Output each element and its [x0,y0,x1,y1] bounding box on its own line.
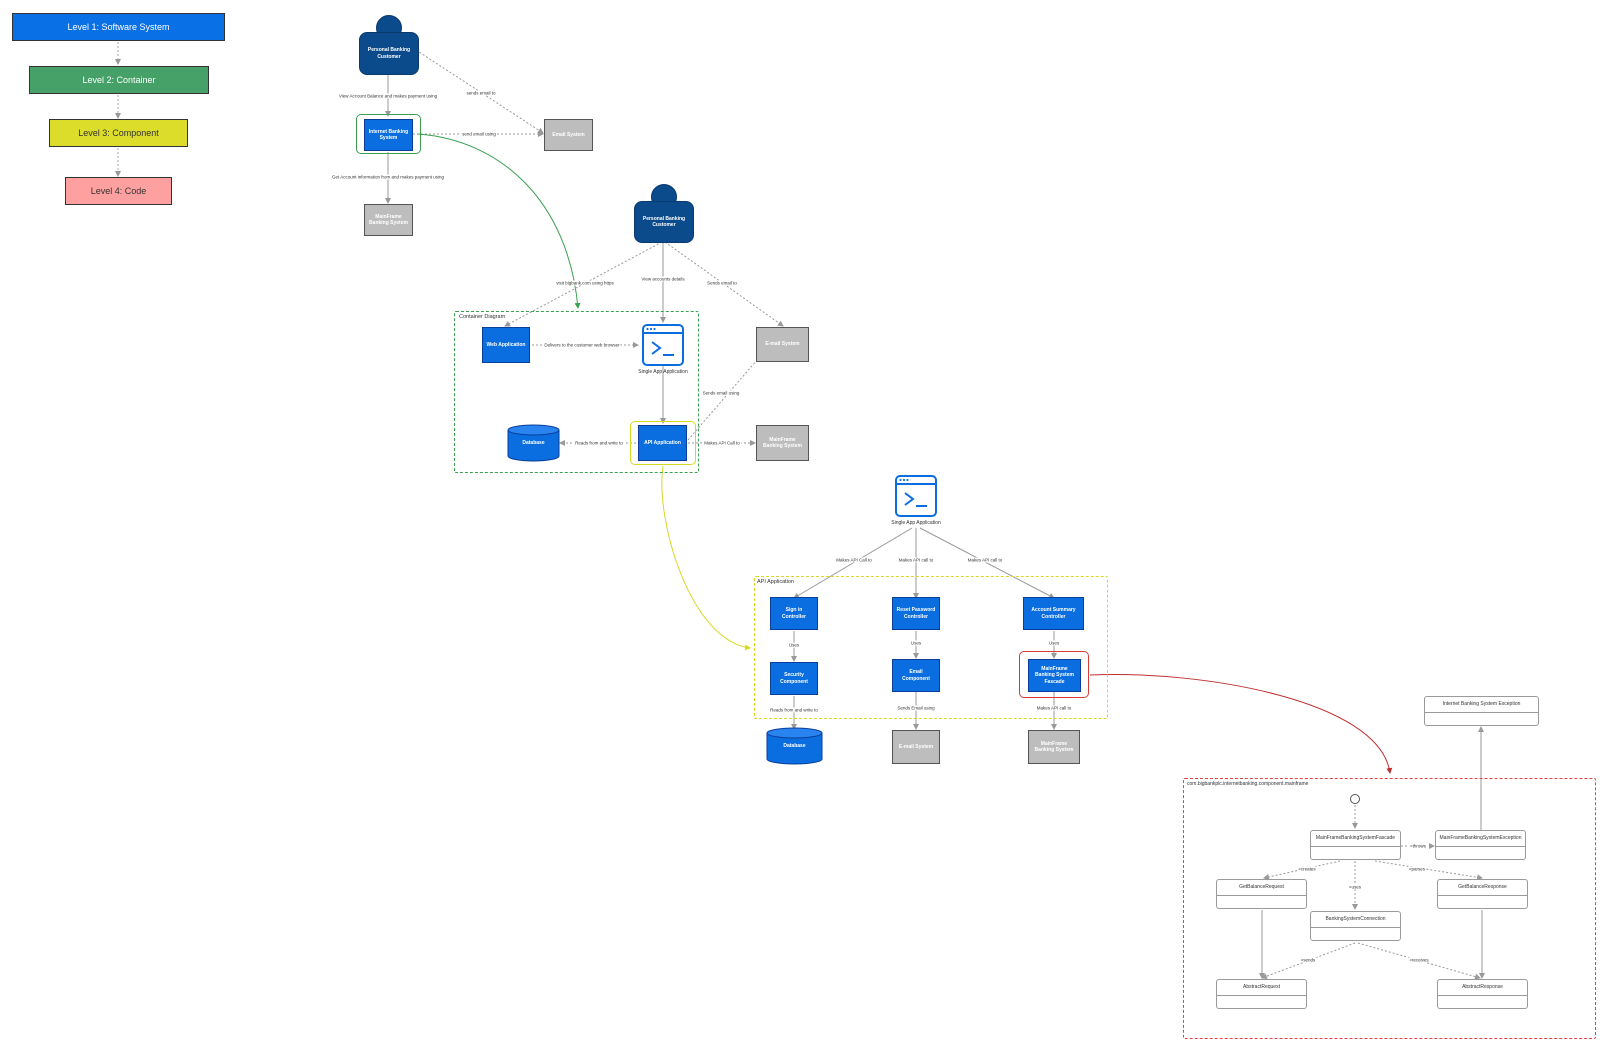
zoom-link-red [1089,674,1393,774]
database-icon [766,727,823,765]
code-label-sends: «sends [1299,957,1317,963]
comp-reset-password-controller[interactable]: Reset Password Controller [892,597,940,630]
cont-database-label: Database [522,440,545,446]
mainframe-package-title: com.bigbankplc.internetbanking.component… [1187,781,1309,787]
api-application-title: API Application [757,579,794,585]
ctx-label-sends-email: sends email to [465,90,497,96]
cont-email-system[interactable]: E-mail System [756,327,809,362]
database-icon [507,424,560,462]
comp-label-api2: Makes API call to [897,557,935,563]
container-diagram-title: Container Diagram [459,314,506,320]
comp-email-component[interactable]: Email Component [892,659,940,692]
comp-label-reads: Reads from and write to [769,707,819,713]
ctx-customer-label: Personal Banking Customer [359,32,419,75]
code-mainframe-facade[interactable]: MainFrameBankingSystemFascade [1310,830,1401,860]
zoom-link-yellow [661,465,751,651]
ctx-label-send-email-using: send email using [461,131,497,137]
cont-spa[interactable]: Single App Application [633,324,693,375]
comp-database-label: Database [783,743,806,749]
comp-label-makes-api: Makes API call to [1035,705,1073,711]
comp-spa-label: Single App Application [891,520,941,526]
api-application-boundary [754,576,1108,719]
comp-facade-highlight [1019,651,1089,698]
comp-mainframe-system[interactable]: MainFrame Banking System [1028,730,1080,764]
cont-label-delivers: Delivers to the customer web browser [543,342,621,348]
cont-label-makes-api: Makes API Call to [703,440,741,446]
code-get-balance-response[interactable]: GetBalanceResponse [1437,879,1528,909]
comp-label-api3: Makes API call to [966,557,1004,563]
level-4-box: Level 4: Code [65,177,172,205]
terminal-icon [642,324,684,366]
level-1-box: Level 1: Software System [12,13,225,41]
comp-spa[interactable]: Single App Application [886,475,946,526]
zoom-link-green [417,133,581,309]
mainframe-package-boundary [1183,778,1596,1039]
comp-signin-controller[interactable]: Sign in Controller [770,597,818,630]
ctx-link-email-to-customer [415,49,544,134]
cont-customer-label: Personal Banking Customer [634,201,694,243]
cont-api-highlight [630,421,696,465]
code-mainframe-exception[interactable]: MainFrameBankingSystemException [1435,830,1526,860]
code-link-creates [1263,860,1341,880]
comp-security-component[interactable]: Security Component [770,662,818,695]
code-label-uses: «uses [1347,884,1363,890]
cont-api-application[interactable]: API Application [638,425,687,461]
ctx-internet-banking-system[interactable]: Internet Banking System [364,119,413,151]
comp-database[interactable]: Database [766,727,823,765]
code-label-receives: «receives [1408,957,1430,963]
cont-database[interactable]: Database [507,424,560,462]
ctx-email-system[interactable]: Email System [544,119,593,151]
cont-spa-label: Single App Application [638,369,688,375]
comp-label-sends-email: Sends Email using [896,705,936,711]
terminal-icon [895,475,937,517]
ctx-label-get-account: Get Account information from and makes p… [330,174,446,180]
comp-label-api1: Makes API Call to [835,557,873,563]
comp-label-uses2: Uses [909,640,923,646]
cont-label-view: View accounts details [640,276,686,282]
code-internet-banking-exception[interactable]: Internet Banking System Exception [1424,696,1539,726]
code-get-balance-request-name: GetBalanceRequest [1217,880,1306,896]
cont-label-reads: Reads from and write to [574,440,624,446]
comp-link-api3 [919,527,1055,599]
cont-label-visit: visit bigbank.com using https [555,280,615,286]
code-label-parses: «parses [1407,866,1427,872]
cont-mainframe-system[interactable]: MainFrame Banking System [756,425,809,461]
code-label-throws: «throws [1409,843,1427,849]
code-abstract-request-name: AbstractRequest [1217,980,1306,996]
code-banking-system-connection[interactable]: BankingSystemConnection [1310,911,1401,941]
code-get-balance-request[interactable]: GetBalanceRequest [1216,879,1307,909]
code-mainframe-facade-name: MainFrameBankingSystemFascade [1311,831,1400,847]
ctx-mainframe-system[interactable]: MainFrame Banking System [364,204,413,236]
comp-label-uses3: Uses [1047,640,1061,646]
code-link-receives [1357,942,1481,980]
level-3-box: Level 3: Component [49,119,188,147]
cont-label-sends-email: Sends email to [706,280,738,286]
comp-mainframe-facade[interactable]: MainFrame Banking System Fascade [1028,659,1081,692]
container-diagram-boundary [454,311,699,473]
code-mainframe-exception-name: MainFrameBankingSystemException [1436,831,1525,847]
cont-label-sends-email-using: Sends email using [701,390,741,396]
code-internet-banking-exception-name: Internet Banking System Exception [1425,697,1538,713]
comp-label-uses1: Uses [787,642,801,648]
code-abstract-response[interactable]: AbstractResponse [1437,979,1528,1009]
code-abstract-request[interactable]: AbstractRequest [1216,979,1307,1009]
ctx-ibs-highlight [356,114,421,154]
ctx-label-view: View Account Balance and makes payment u… [337,93,439,99]
code-banking-system-connection-name: BankingSystemConnection [1311,912,1400,928]
ctx-customer[interactable]: Personal Banking Customer [359,15,419,75]
code-abstract-response-name: AbstractResponse [1438,980,1527,996]
comp-link-api1 [793,527,913,599]
code-start-node [1350,794,1360,804]
cont-customer[interactable]: Personal Banking Customer [634,184,694,243]
level-2-box: Level 2: Container [29,66,209,94]
comp-email-system[interactable]: E-mail System [892,730,940,764]
code-get-balance-response-name: GetBalanceResponse [1438,880,1527,896]
comp-account-summary-controller[interactable]: Account Summary Controller [1023,597,1084,630]
code-label-creates: «creates [1297,866,1317,872]
cont-web-application[interactable]: Web Application [482,327,530,363]
